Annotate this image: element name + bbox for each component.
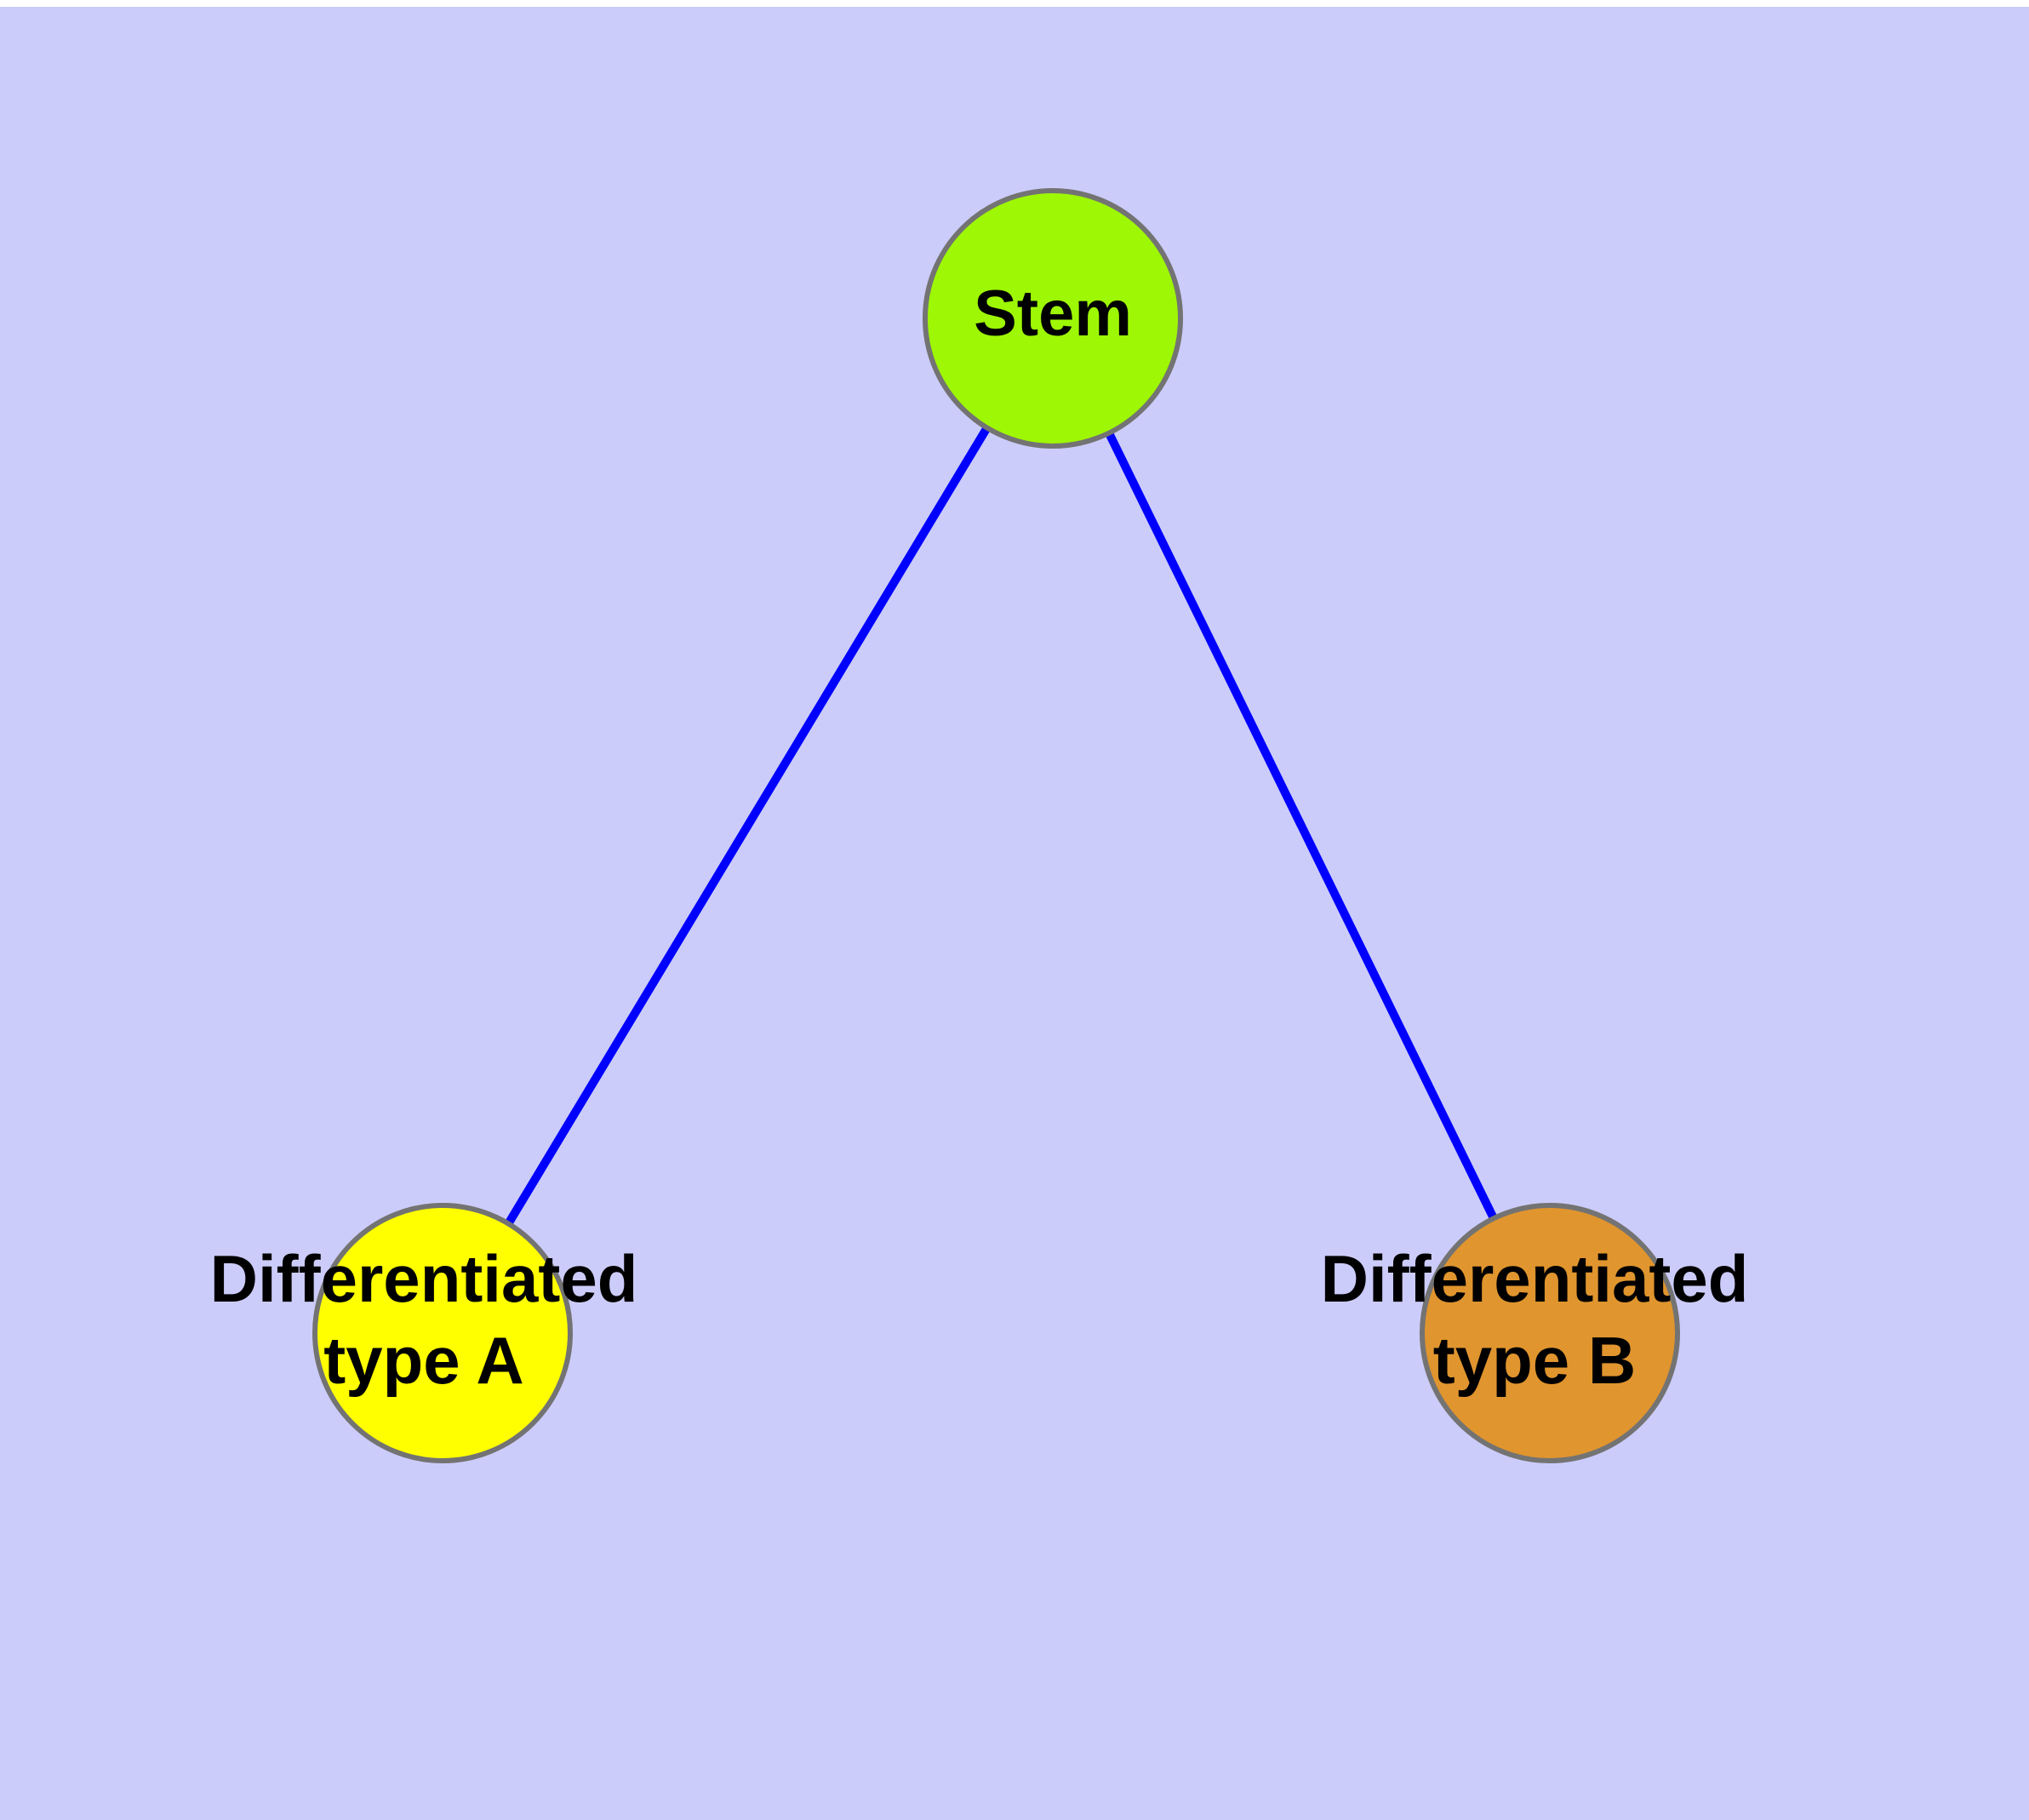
edge-layer — [438, 316, 1554, 1336]
node-label-line: Stem — [974, 278, 1132, 350]
graph-node-stem[interactable]: Stem — [923, 188, 1183, 449]
node-circle-diff-a[interactable] — [312, 1203, 573, 1463]
node-label-stem: Stem — [974, 278, 1132, 350]
graph-edge-stem-to-diff-a[interactable] — [438, 316, 1057, 1336]
node-label-line: type B — [1433, 1323, 1636, 1398]
node-label-line: Differentiated — [1321, 1241, 1749, 1316]
node-label-line: type A — [323, 1323, 524, 1398]
node-circle-diff-b[interactable] — [1420, 1203, 1680, 1463]
node-circle-stem[interactable] — [923, 188, 1183, 449]
graph-edge-stem-to-diff-b[interactable] — [1049, 316, 1554, 1336]
node-label-line: Differentiated — [210, 1241, 638, 1316]
